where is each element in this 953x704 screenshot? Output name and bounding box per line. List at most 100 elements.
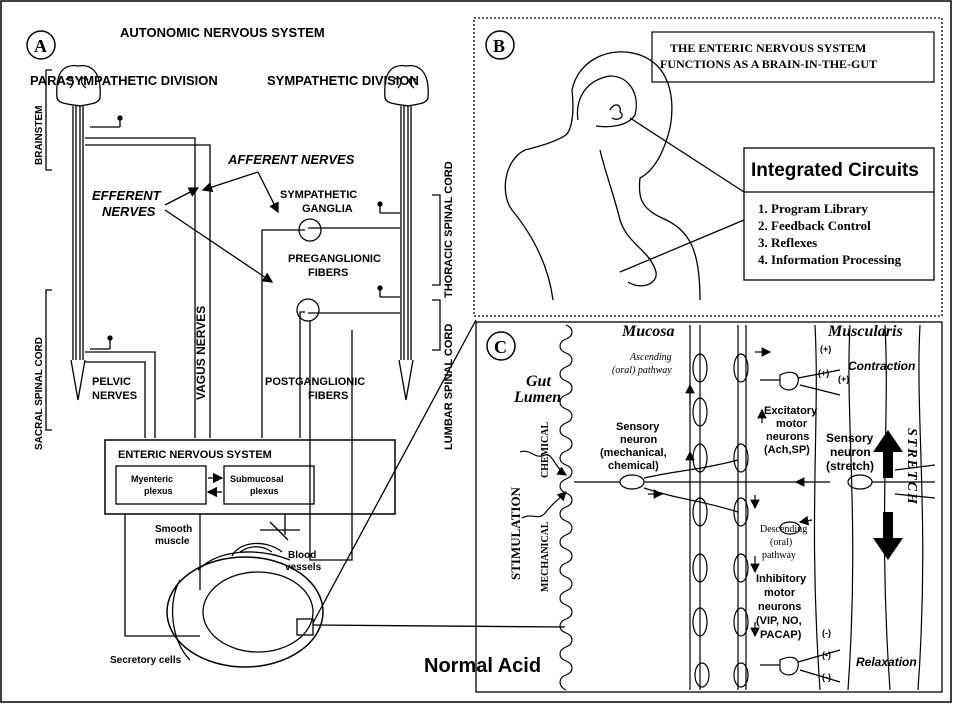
- panel-b-label: B: [493, 36, 505, 56]
- left-brain-outline: [56, 65, 101, 107]
- vagus-nerve-2: [85, 144, 211, 438]
- brainstem-label: BRAINSTEM: [34, 106, 45, 165]
- panel-a: [45, 65, 566, 668]
- efferent-label-2: NERVES: [102, 204, 156, 219]
- left-spinal-cord: [72, 106, 84, 360]
- right-brain-outline: [384, 65, 429, 107]
- parasympathetic-label: PARASYMPATHETIC DIVISION: [30, 73, 218, 88]
- pelvic-1: PELVIC: [92, 376, 131, 388]
- lumbar-label: LUMBAR SPINAL CORD: [443, 324, 455, 450]
- panel-c-labels: C Mucosa Muscularis Ascending (oral) pat…: [494, 323, 919, 682]
- sensory-stretch-2: neuron: [830, 445, 871, 459]
- blood-2: vessels: [285, 562, 322, 573]
- circuits-pointer-2: [619, 219, 745, 273]
- circuit-item-3: 3. Reflexes: [758, 235, 817, 250]
- stretch-label: STRETCH: [904, 428, 919, 506]
- panel-b-circle: [485, 30, 515, 60]
- right-brain-lobes: [393, 77, 417, 89]
- inhibitory-5: PACAP): [760, 629, 802, 641]
- afferent-label: AFFERENT NERVES: [227, 152, 355, 167]
- sacral-bracket: [45, 289, 52, 431]
- panel-c-circle: [486, 331, 516, 361]
- left-cord-tip: [70, 359, 86, 401]
- circuit-item-2: 2. Feedback Control: [758, 218, 871, 233]
- panel-c: [475, 321, 943, 693]
- circuit-item-1: 1. Program Library: [758, 201, 868, 216]
- stimulation-label: STIMULATION: [508, 486, 523, 580]
- sensory-stretch-3: (stretch): [826, 459, 874, 473]
- blood-vessels: [231, 542, 283, 557]
- circuits-box: [743, 147, 935, 281]
- ens-box: [104, 439, 396, 515]
- pelvic-nerve-1: [85, 351, 156, 438]
- ens-brain-scribble: [609, 104, 623, 120]
- symp-ganglia-2: GANGLIA: [302, 203, 353, 215]
- postganglionic-2: [299, 311, 305, 438]
- gut-label-1: Gut: [526, 373, 551, 390]
- excitatory-1: Excitatory: [764, 405, 818, 417]
- plexus-fibers: [689, 325, 747, 690]
- stretch-arrow-down: [873, 512, 903, 560]
- efferent-label-1: EFFERENT: [92, 188, 162, 203]
- secretory-label: Secretory cells: [110, 655, 182, 666]
- panel-b-title-1: THE ENTERIC NERVOUS SYSTEM: [670, 41, 866, 55]
- vagus-label: VAGUS NERVES: [194, 306, 208, 400]
- panel-a-label: A: [34, 36, 47, 56]
- sensory-mech-2: neuron: [620, 434, 658, 446]
- inhibitory-1: Inhibitory: [756, 573, 807, 585]
- panel-c-label: C: [494, 337, 507, 357]
- descending-3: pathway: [762, 550, 796, 561]
- panel-b-title-2: FUNCTIONS AS A BRAIN-IN-THE-GUT: [660, 57, 877, 71]
- myenteric-1: Myenteric: [131, 474, 173, 484]
- left-brain-lobes: [65, 77, 89, 89]
- postganglionic-1: [261, 229, 305, 438]
- sensory-stretch-1: Sensory: [826, 431, 874, 445]
- muscularis-label: Muscularis: [827, 323, 903, 340]
- submucosal-box: [223, 465, 315, 505]
- circuits-pointer-1: [629, 117, 745, 193]
- excitatory-2: motor: [776, 418, 808, 430]
- descending-1: Descending: [760, 524, 807, 535]
- circuit-item-4: 4. Information Processing: [758, 252, 902, 267]
- plus-2: (+): [818, 368, 829, 378]
- right-spinal-cord: [400, 106, 412, 360]
- panel-b: [473, 17, 943, 317]
- chemical-label: CHEMICAL: [540, 422, 551, 478]
- postgang-2: FIBERS: [308, 390, 348, 402]
- sensory-mech-1: Sensory: [616, 421, 660, 433]
- minus-1: (-): [822, 628, 831, 638]
- pregang-2: FIBERS: [308, 267, 348, 279]
- descending-neuron: [779, 521, 801, 535]
- mucosa-label: Mucosa: [621, 323, 674, 340]
- panel-a-labels: A AUTONOMIC NERVOUS SYSTEM PARASYMPATHET…: [26, 25, 455, 666]
- pelvic-2: NERVES: [92, 390, 137, 402]
- ascending-1: Ascending: [629, 352, 672, 363]
- sensory-mech-3: (mechanical,: [600, 447, 667, 459]
- panel-b-title-box: [651, 31, 935, 83]
- thoracic-label: THORACIC SPINAL CORD: [443, 161, 455, 298]
- relaxation-label: Relaxation: [856, 655, 917, 669]
- inhibitory-2: motor: [764, 587, 796, 599]
- sympathetic-label: SYMPATHETIC DIVISION: [267, 73, 419, 88]
- excitatory-neuron: [779, 371, 799, 391]
- panel-a-title: AUTONOMIC NERVOUS SYSTEM: [120, 25, 325, 40]
- pregang-1: PREGANGLIONIC: [288, 253, 381, 265]
- vagus-afferent-tap: [90, 120, 121, 128]
- footer-caption: Normal Acid: [424, 655, 541, 677]
- stretch-arrow-up: [873, 430, 903, 478]
- pelvic-nerve-2: [85, 361, 146, 438]
- minus-3: (-): [822, 672, 831, 682]
- sensory-mech-4: chemical): [608, 460, 659, 472]
- lumbar-bracket: [432, 299, 441, 351]
- myenteric-box: [115, 465, 207, 505]
- smooth-1: Smooth: [155, 524, 192, 535]
- minus-2: (-): [822, 650, 831, 660]
- ens-title: ENTERIC NERVOUS SYSTEM: [118, 449, 272, 461]
- ganglion-2: [296, 298, 320, 322]
- zoom-box: [296, 618, 314, 636]
- stretch-arrows: [873, 430, 903, 560]
- postgang-1: POSTGANGLIONIC: [265, 376, 365, 388]
- brainstem-bracket: [45, 69, 52, 171]
